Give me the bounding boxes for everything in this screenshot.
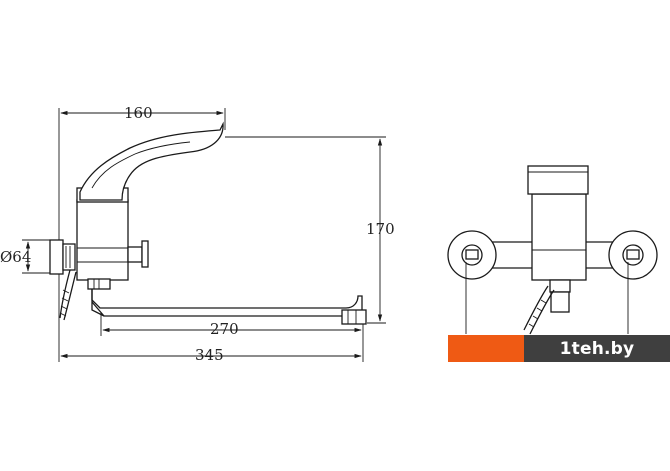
dim-label-345: 345: [195, 346, 224, 364]
flexible-hose: [59, 269, 77, 321]
side-view: [22, 108, 386, 362]
wall-flange: [49, 239, 64, 275]
site-logo[interactable]: 1teh.by: [448, 335, 670, 362]
spout: [91, 289, 363, 317]
dim-label-170: 170: [366, 220, 395, 238]
front-handle: [527, 165, 589, 195]
dim-label-160: 160: [124, 104, 153, 122]
logo-text: 1teh.by: [524, 335, 670, 362]
dim-label-diameter: Ø64: [0, 248, 31, 266]
front-view: [447, 165, 658, 335]
aerator: [341, 309, 367, 325]
dim-label-270: 270: [210, 320, 239, 338]
front-hose: [523, 285, 555, 335]
lever-handle: [79, 121, 224, 201]
front-body: [531, 193, 587, 281]
logo-orange-block: [448, 335, 524, 362]
faucet-body: [76, 199, 129, 281]
